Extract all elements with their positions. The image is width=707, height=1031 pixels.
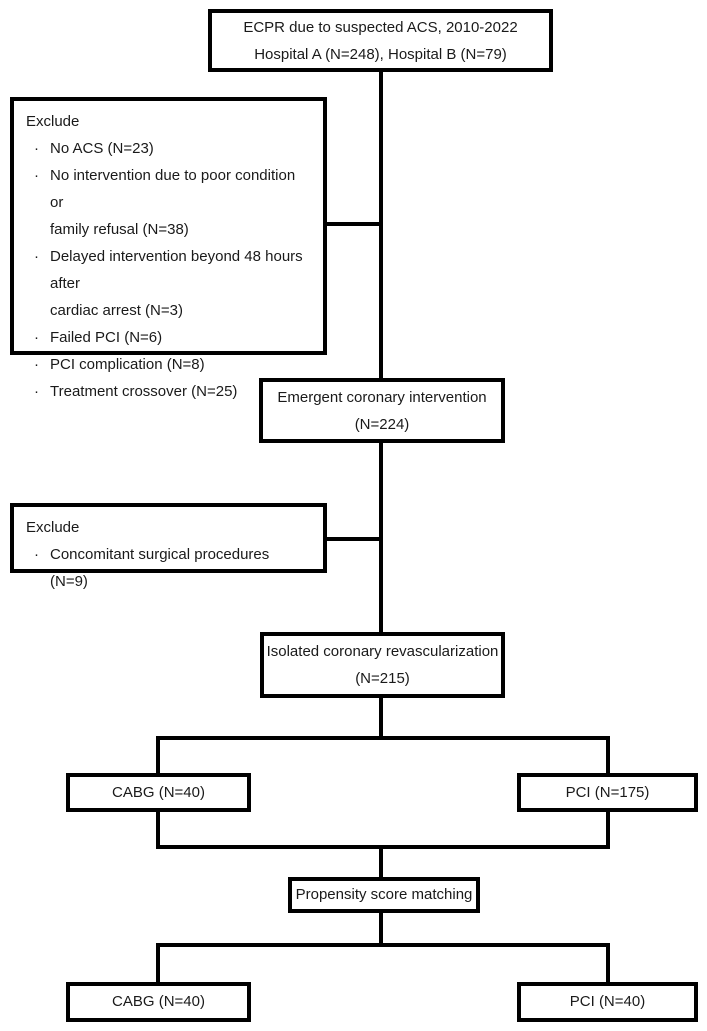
isolated-revascularization-count: (N=215)	[355, 670, 410, 687]
box-emergent-intervention: Emergent coronary intervention (N=224)	[259, 378, 505, 443]
box-pci-matched: PCI (N=40)	[517, 982, 698, 1022]
connector-pci-in	[606, 736, 610, 776]
exclude-1-item: · PCI complication (N=8)	[26, 351, 311, 378]
exclude-1-item: · Treatment crossover (N=25)	[26, 378, 311, 405]
connector-spine-branch	[379, 696, 383, 740]
exclude-1-item-text: No intervention due to poor condition or	[50, 167, 296, 211]
connector-to-propensity	[379, 845, 383, 880]
bullet-icon: ·	[34, 546, 39, 563]
box-exclude-1: Exclude · No ACS (N=23) · No interventio…	[10, 97, 327, 400]
connector-cabg-out	[156, 810, 160, 849]
connector-converge	[156, 845, 610, 849]
connector-spine-mid	[379, 441, 383, 634]
connector-cabg-matched-in	[156, 943, 160, 985]
exclude-1-item-text: Delayed intervention beyond 48 hours aft…	[50, 248, 303, 292]
box-pci-unmatched: PCI (N=175)	[517, 773, 698, 812]
bullet-icon: ·	[34, 356, 39, 373]
bullet-icon: ·	[34, 167, 39, 184]
cabg-unmatched-label: CABG (N=40)	[112, 783, 205, 801]
ecpr-enrollment-line1: ECPR due to suspected ACS, 2010-2022	[243, 18, 518, 36]
isolated-revascularization-line1: Isolated coronary revascularization	[266, 643, 499, 660]
exclude-1-item: · Failed PCI (N=6)	[26, 324, 311, 351]
connector-from-propensity	[379, 911, 383, 947]
emergent-intervention-count: (N=224)	[354, 415, 410, 433]
pci-unmatched-label: PCI (N=175)	[565, 783, 650, 801]
cabg-matched-label: CABG (N=40)	[112, 993, 205, 1010]
exclude-1-item-text: PCI complication (N=8)	[50, 356, 205, 373]
exclude-1-title: Exclude	[26, 113, 80, 130]
exclude-1-item: · Delayed intervention beyond 48 hours a…	[26, 243, 311, 297]
bullet-icon: ·	[34, 329, 39, 346]
connector-pci-matched-in	[606, 943, 610, 985]
exclude-2-item: · Concomitant surgical procedures (N=9)	[26, 541, 311, 595]
connector-exclude-2	[326, 537, 381, 541]
bullet-icon: ·	[34, 140, 39, 157]
exclude-2-title: Exclude	[26, 519, 80, 536]
emergent-intervention-line1: Emergent coronary intervention	[277, 388, 487, 406]
connector-branch-bottom	[156, 943, 610, 947]
exclude-1-item: · No intervention due to poor condition …	[26, 162, 311, 216]
exclude-1-item-text: No ACS (N=23)	[50, 140, 154, 157]
bullet-icon: ·	[34, 248, 39, 265]
exclude-1-item-continuation: family refusal (N=38)	[26, 216, 311, 243]
connector-spine-top	[379, 70, 383, 380]
exclude-1-item: · No ACS (N=23)	[26, 135, 311, 162]
box-exclude-2: Exclude · Concomitant surgical procedure…	[10, 503, 327, 590]
exclude-1-item-text: family refusal (N=38)	[50, 221, 189, 238]
connector-cabg-in	[156, 736, 160, 776]
bullet-icon: ·	[34, 383, 39, 400]
box-cabg-unmatched: CABG (N=40)	[66, 773, 251, 812]
propensity-matching-label: Propensity score matching	[295, 886, 473, 903]
connector-branch-top	[156, 736, 610, 740]
box-propensity-matching: Propensity score matching	[288, 877, 480, 913]
connector-exclude-1	[326, 222, 381, 226]
exclude-1-item-text: Failed PCI (N=6)	[50, 329, 163, 346]
box-ecpr-enrollment: ECPR due to suspected ACS, 2010-2022 Hos…	[208, 9, 553, 72]
ecpr-enrollment-line2: Hospital A (N=248), Hospital B (N=79)	[254, 45, 507, 63]
exclude-1-item-text: cardiac arrest (N=3)	[50, 302, 183, 319]
exclude-1-item-continuation: cardiac arrest (N=3)	[26, 297, 311, 324]
box-cabg-matched: CABG (N=40)	[66, 982, 251, 1022]
connector-pci-out	[606, 810, 610, 849]
exclude-2-item-text: Concomitant surgical procedures (N=9)	[50, 546, 270, 590]
exclude-1-item-text: Treatment crossover (N=25)	[50, 383, 238, 400]
pci-matched-label: PCI (N=40)	[569, 993, 646, 1010]
box-isolated-revascularization: Isolated coronary revascularization (N=2…	[260, 632, 505, 698]
